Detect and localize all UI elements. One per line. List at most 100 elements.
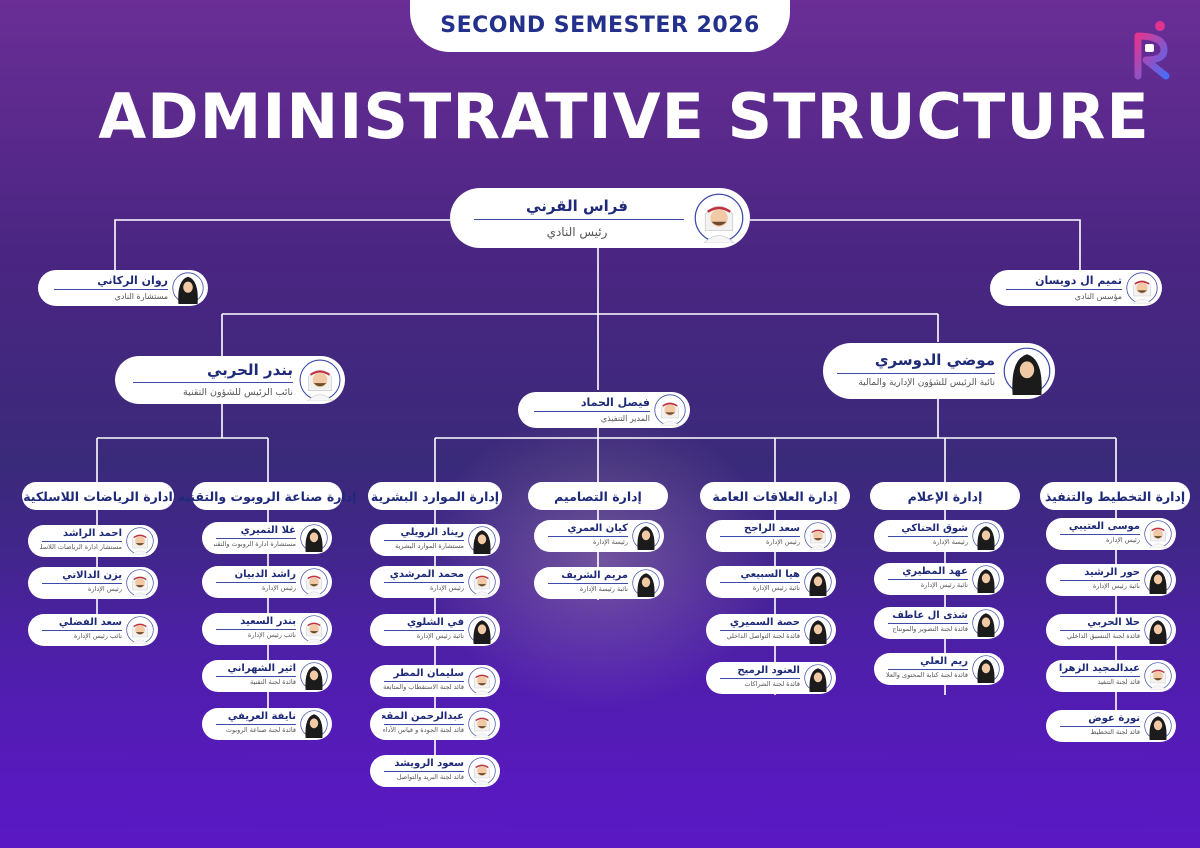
member-role: نائبة رئيسة الإدارة [579,585,628,593]
member-role: نائبة رئيس الإدارة [752,584,800,592]
member-name: العنود الرميح [737,665,800,676]
member-role: رئيس الإدارة [261,584,296,592]
member-name: ريم العلي [920,656,968,667]
member-name: اثير الشهراني [227,663,296,674]
male-avatar-icon [468,757,496,785]
member-card[interactable]: حلا الحربي قائدة لجنة التنسيق الداخلي [1046,614,1176,646]
department-header[interactable]: ادارة الرياضات اللاسلكية [22,482,174,510]
female-avatar-icon [972,522,1000,550]
member-name: حور الرشيد [1084,567,1140,578]
member-name: راشد الدبيان [234,569,296,580]
semester-tab: SECOND SEMESTER 2026 [410,0,790,52]
member-name: نايفة العريفي [227,711,296,722]
chairman-name: فراس القرني [526,197,628,215]
member-card[interactable]: شذى آل عاطف قائدة لجنة التصوير والمونتاج [874,607,1004,639]
executive-director-card[interactable]: فيصل الحماد المدير التنفيذي [518,392,690,428]
vp-tech-role: نائب الرئيس للشؤون التقنية [183,387,293,398]
female-avatar-icon [300,524,328,552]
member-card[interactable]: سعد الفضلي نائب رئيس الإدارة [28,614,158,646]
member-role: رئيس الإدارة [1105,536,1140,544]
member-card[interactable]: راشد الدبيان رئيس الإدارة [202,566,332,598]
member-name: حلا الحربي [1087,617,1140,628]
department-header[interactable]: إدارة التصاميم [528,482,668,510]
page-title: ADMINISTRATIVE STRUCTURE [98,80,1150,153]
member-card[interactable]: هيا السبيعي نائبة رئيس الإدارة [706,566,836,598]
member-role: نائبة رئيس الإدارة [920,581,968,589]
member-role: نائب رئيس الإدارة [247,631,296,639]
male-avatar-icon [300,568,328,596]
member-name: شذى آل عاطف [892,610,968,621]
member-name: موسى العتيبي [1068,521,1140,532]
chairman-card[interactable]: فراس القرني رئيس النادي [450,188,750,248]
vp-tech-name: بندر الحربي [206,361,293,379]
female-avatar-icon [972,655,1000,683]
member-name: غلا التميري [240,525,296,536]
male-avatar-icon [694,193,744,243]
department-header[interactable]: إدارة الإعلام [870,482,1020,510]
department-header[interactable]: إدارة الموارد البشرية [368,482,502,510]
female-avatar-icon [632,569,660,597]
member-role: قائدة لجنة التصوير والمونتاج [892,625,968,633]
member-role: مستشارة الموارد البشرية [395,542,464,550]
chairman-role: رئيس النادي [546,225,608,239]
member-name: سعد الراجح [744,523,800,534]
member-role: قائد لجنة التخطيط [1090,728,1140,736]
founder-card[interactable]: تميم ال دويسان مؤسس النادي [990,270,1162,306]
advisor-role: مستشارة النادي [114,292,168,301]
female-avatar-icon [300,662,328,690]
vp-admin-card[interactable]: موضي الدوسري نائبة الرئيس للشؤون الإداري… [823,343,1055,399]
male-avatar-icon [300,615,328,643]
male-avatar-icon [654,394,686,426]
member-card[interactable]: عبدالرحمن المقحمقائد لجنة الجودة و قياس … [370,708,500,740]
advisor-card[interactable]: روان الركاني مستشارة النادي [38,270,208,306]
male-avatar-icon [1144,662,1172,690]
background-hands-image [420,410,780,710]
member-name: سليمان المطر [393,668,464,679]
member-card[interactable]: غلا التميري مستشارة ادارة الروبوت والتقني… [202,522,332,554]
member-name: احمد الراشد [62,528,122,539]
member-role: قائدة لجنة التنسيق الداخلي [1066,632,1140,640]
female-avatar-icon [1144,616,1172,644]
member-card[interactable]: مريم الشريف نائبة رئيسة الإدارة [534,567,664,599]
member-card[interactable]: عبدالمجيد الزهرانيقائد لجنة التنفيذ [1046,660,1176,692]
male-avatar-icon [468,710,496,738]
member-role: نائب رئيس الإدارة [73,632,122,640]
female-avatar-icon [1003,347,1051,395]
member-name: مريم الشريف [561,570,628,581]
member-name: سعد الفضلي [58,617,122,628]
vp-tech-card[interactable]: بندر الحربي نائب الرئيس للشؤون التقنية [115,356,345,404]
member-role: قائد لجنة الجودة و قياس الأداء [382,726,464,734]
member-name: هيا السبيعي [740,569,800,580]
female-avatar-icon [804,664,832,692]
department-header[interactable]: إدارة صناعة الروبوت والتقنية [178,482,356,510]
male-avatar-icon [126,527,154,555]
member-name: حصة السميري [729,617,800,628]
department-header[interactable]: إدارة العلاقات العامة [700,482,850,510]
male-avatar-icon [468,667,496,695]
department-header[interactable]: إدارة التخطيط والتنفيذ [1040,482,1190,510]
member-name: عبدالمجيد الزهراني [1058,663,1140,674]
member-card[interactable]: موسى العتيبي رئيس الإدارة [1046,518,1176,550]
male-avatar-icon [804,522,832,550]
member-role: مستشارة ادارة الروبوت والتقنية [214,540,296,548]
female-avatar-icon [1144,566,1172,594]
